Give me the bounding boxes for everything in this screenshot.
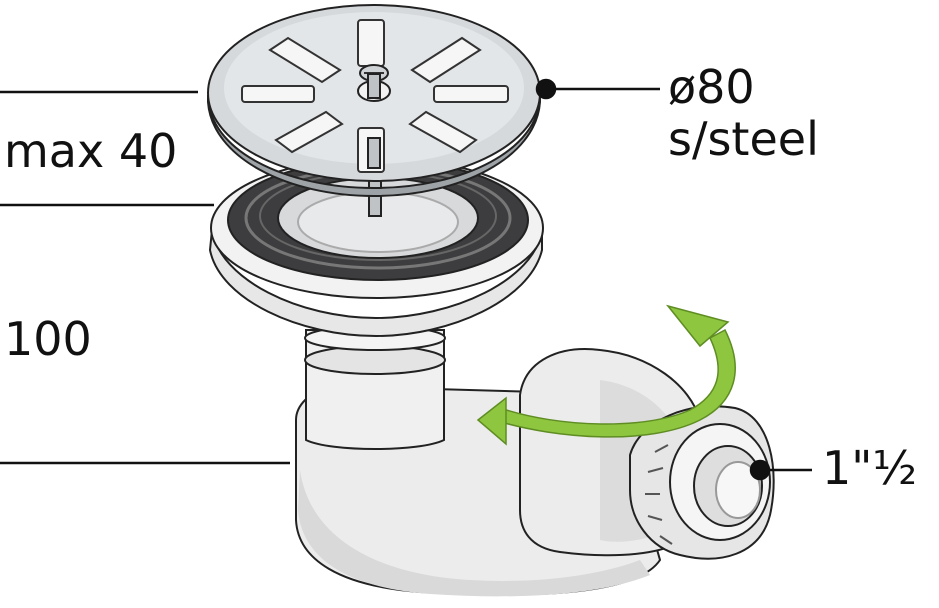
steel-grate xyxy=(207,4,541,198)
flange-cone xyxy=(208,229,543,338)
grate-diameter-label: ø80 xyxy=(668,60,755,114)
outlet-thread-label: 1"½ xyxy=(822,441,918,495)
strainer-flange xyxy=(208,157,544,338)
rotate-icon xyxy=(476,304,736,446)
outlet-hole-inner xyxy=(715,461,761,519)
siphon-body xyxy=(295,325,775,597)
siphon-base-shade xyxy=(298,470,650,597)
max-height-label: max 40 xyxy=(4,124,178,178)
callout-dot-diameter xyxy=(535,78,557,100)
total-height-label: 100 xyxy=(4,312,92,366)
callouts xyxy=(535,78,812,481)
dimension-lines xyxy=(0,90,290,465)
screw-thread xyxy=(367,73,381,99)
callout-dot-thread xyxy=(749,459,771,481)
grate-material-label: s/steel xyxy=(668,112,819,166)
screw-thread-lower xyxy=(367,137,381,169)
